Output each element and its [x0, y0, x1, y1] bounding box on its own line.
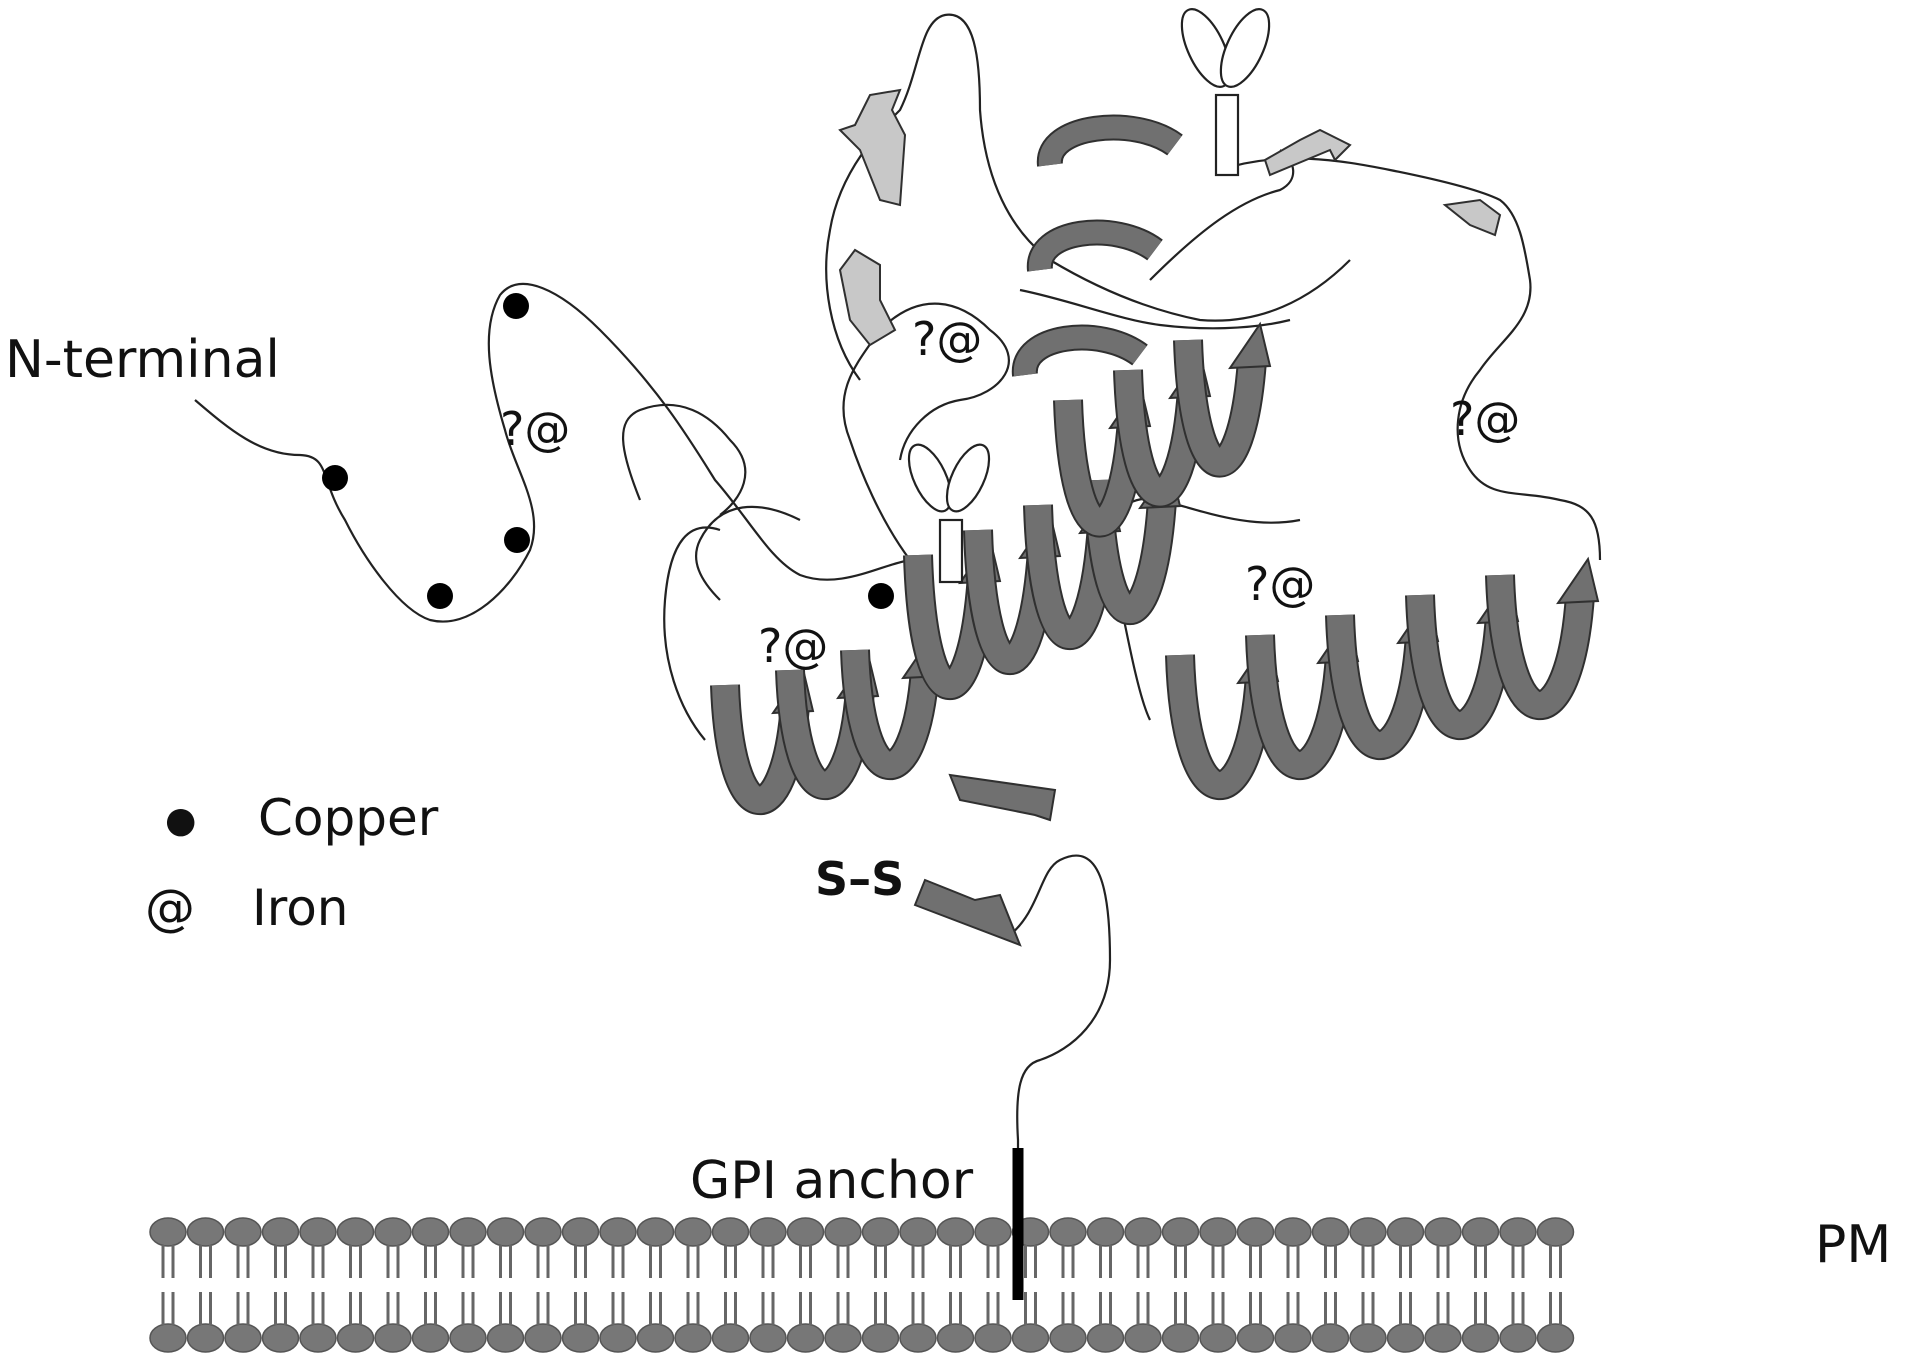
- copper-site: [322, 465, 348, 491]
- helix-top-coil: [1025, 338, 1140, 375]
- loop-top-right: [1220, 158, 1600, 560]
- lipid: [1238, 1218, 1274, 1352]
- legend: ● Copper @ Iron: [145, 789, 439, 937]
- lipid: [375, 1218, 411, 1352]
- lipid: [1313, 1218, 1349, 1352]
- iron-site-label: ?@: [500, 402, 570, 456]
- lipid: [1463, 1218, 1499, 1352]
- lipid: [1125, 1218, 1161, 1352]
- lipid: [675, 1218, 711, 1352]
- lipid: [1388, 1218, 1424, 1352]
- beta-strand-lower: [950, 775, 1055, 820]
- lipid: [788, 1218, 824, 1352]
- lipid: [1275, 1218, 1311, 1352]
- lipid: [825, 1218, 861, 1352]
- beta-strand-bottom: [915, 880, 1020, 945]
- beta-strand-right: [1265, 130, 1350, 175]
- lipid: [188, 1218, 224, 1352]
- lipid: [450, 1218, 486, 1352]
- beta-strand-top: [840, 90, 905, 205]
- beta-strand-far-right: [1445, 200, 1500, 235]
- lipid: [1200, 1218, 1236, 1352]
- copper-site: [503, 293, 529, 319]
- lipid: [900, 1218, 936, 1352]
- legend-copper-symbol: ●: [165, 800, 196, 841]
- plasma-membrane-label: PM: [1815, 1215, 1891, 1275]
- lipid: [525, 1218, 561, 1352]
- c-terminal-tail: [1010, 856, 1110, 1170]
- copper-site: [868, 583, 894, 609]
- lipid: [713, 1218, 749, 1352]
- legend-copper-label: Copper: [258, 789, 439, 847]
- helix-3-turn: [1188, 324, 1270, 463]
- lipid: [638, 1218, 674, 1352]
- lipid: [300, 1218, 336, 1352]
- iron-site-label: ?@: [912, 312, 982, 366]
- lipid: [1425, 1218, 1461, 1352]
- lipid: [338, 1218, 374, 1352]
- lipid: [600, 1218, 636, 1352]
- lipid: [150, 1218, 186, 1352]
- copper-site: [504, 527, 530, 553]
- n-terminal-label: N-terminal: [5, 330, 280, 390]
- plasma-membrane: [150, 1218, 1574, 1352]
- glycan-middle-stem: [940, 520, 962, 582]
- lipid: [975, 1218, 1011, 1352]
- lipid: [1088, 1218, 1124, 1352]
- copper-sites: [322, 293, 894, 609]
- lipid: [1050, 1218, 1086, 1352]
- glycan-top-stem: [1216, 95, 1238, 175]
- lipid: [263, 1218, 299, 1352]
- lipid: [488, 1218, 524, 1352]
- legend-iron-label: Iron: [252, 879, 348, 937]
- lipid: [563, 1218, 599, 1352]
- helix-4-turn: [1500, 559, 1598, 705]
- lipid: [1500, 1218, 1536, 1352]
- lipid: [1538, 1218, 1574, 1352]
- lipid: [225, 1218, 261, 1352]
- iron-site-label: ?@: [1450, 392, 1520, 446]
- lipid: [413, 1218, 449, 1352]
- secondary-structure: [725, 90, 1598, 945]
- legend-iron-symbol: @: [145, 879, 195, 937]
- lipid: [750, 1218, 786, 1352]
- lipid: [938, 1218, 974, 1352]
- disulfide-bond-label: S–S: [815, 852, 904, 906]
- lipid: [1163, 1218, 1199, 1352]
- copper-site: [427, 583, 453, 609]
- iron-site-label: ?@: [1245, 557, 1315, 611]
- gpi-anchor-label: GPI anchor: [690, 1151, 974, 1211]
- lipid: [863, 1218, 899, 1352]
- lipid: [1350, 1218, 1386, 1352]
- beta-strand-left: [840, 250, 895, 345]
- helix-top-coil: [1050, 128, 1175, 165]
- glycan-top: [1172, 2, 1279, 175]
- iron-site-label: ?@: [758, 619, 828, 673]
- loop-to-ss: [623, 405, 745, 515]
